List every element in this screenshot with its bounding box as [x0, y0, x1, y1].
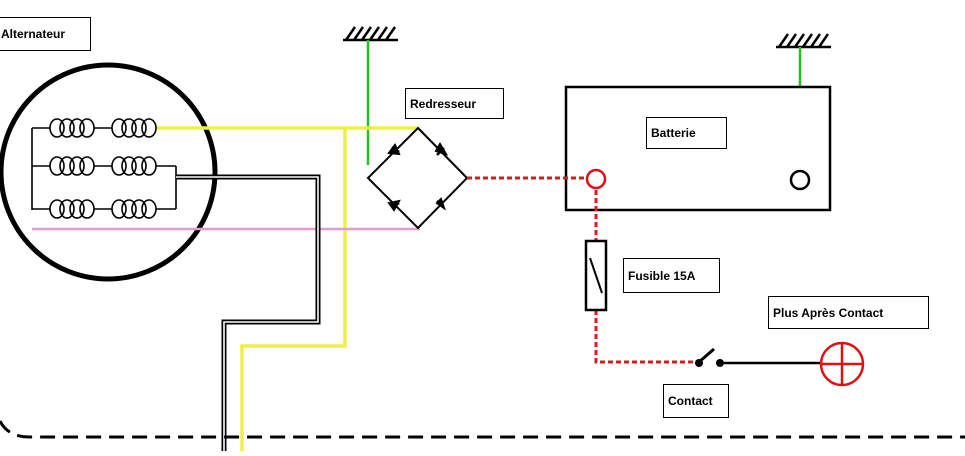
label-battery: Batterie [646, 117, 727, 149]
lamp-symbol [819, 341, 865, 387]
label-contact: Contact [663, 384, 729, 418]
ground-symbol-rectifier [343, 26, 398, 42]
stator-windings [31, 118, 177, 219]
alternator-housing [0, 62, 218, 282]
label-plus-after-contact: Plus Après Contact [768, 296, 929, 329]
rectifier-bridge [366, 126, 469, 230]
chassis-outline-dashed [0, 420, 965, 439]
phase-wire-bw-inner [176, 176, 319, 451]
label-fuse: Fusible 15A [623, 258, 720, 293]
battery-positive-terminal [585, 168, 607, 190]
label-alternator: Alternateur [0, 17, 91, 51]
positive-wire-red [467, 176, 696, 364]
ignition-switch [695, 347, 820, 367]
ground-symbol-battery [776, 33, 831, 49]
label-rectifier: Redresseur [405, 88, 504, 119]
battery-negative-terminal [789, 169, 811, 191]
fuse-symbol [584, 239, 608, 312]
phase-wire-yellow-down [240, 128, 347, 451]
